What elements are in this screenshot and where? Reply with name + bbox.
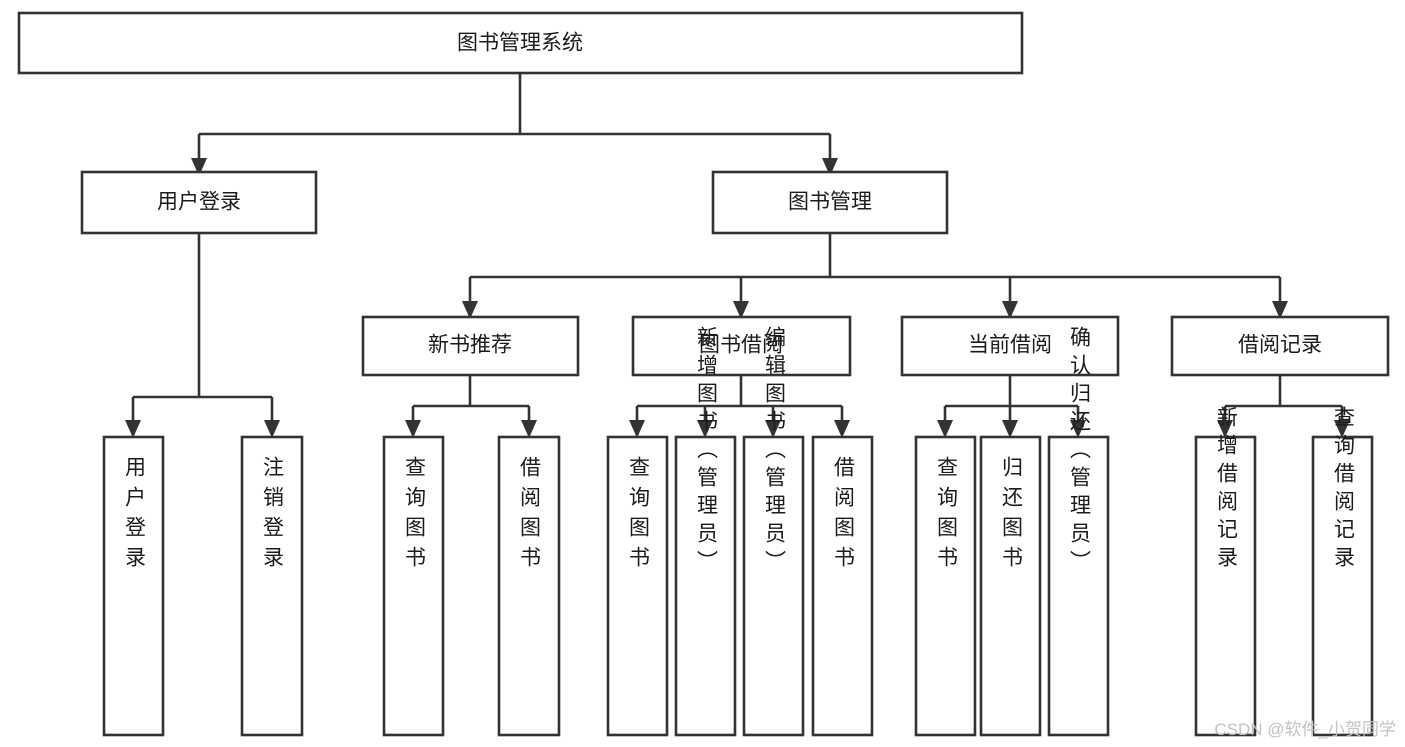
arrowhead-icon [1217, 420, 1233, 438]
arrowhead-icon [125, 420, 141, 438]
leaf-return-book-label: 归还图书 [1000, 456, 1024, 576]
node-book-borrow[interactable]: 图书借阅 [631, 315, 852, 377]
leaf-add-record[interactable]: 新增借阅记录 [1194, 406, 1257, 737]
leaf-query-book-3-box[interactable] [914, 435, 977, 737]
leaf-user-logout-box[interactable] [240, 435, 304, 737]
node-borrow-record-label: 借阅记录 [1238, 334, 1322, 357]
leaf-query-book-2-box[interactable] [606, 435, 669, 737]
leaf-query-record[interactable]: 查询借阅记录 [1311, 406, 1374, 737]
arrowhead-icon [1334, 420, 1350, 438]
arrowhead-icon [629, 420, 645, 438]
node-borrow-record-box[interactable] [1170, 315, 1390, 377]
leaf-query-record-box[interactable] [1311, 435, 1374, 737]
node-book-borrow-label: 图书借阅 [699, 334, 783, 357]
node-current-borrow-label: 当前借阅 [968, 334, 1052, 357]
leaf-user-login-box[interactable] [102, 435, 165, 737]
arrowhead-icon [834, 420, 850, 438]
leaf-confirm-return[interactable]: 确认归还（管理员） [1047, 326, 1110, 737]
leaf-query-book-2-label: 查询图书 [627, 456, 651, 576]
node-borrow-record[interactable]: 借阅记录 [1170, 315, 1390, 377]
leaf-borrow-book-1-box[interactable] [497, 435, 561, 737]
leaf-query-book-1[interactable]: 查询图书 [382, 435, 445, 737]
arrowhead-icon [405, 420, 421, 438]
node-book-manage-box[interactable] [711, 170, 949, 235]
leaf-user-login-label: 用户登录 [123, 456, 147, 576]
leaf-user-logout-label: 注销登录 [261, 456, 285, 576]
leaf-add-book-box[interactable] [674, 435, 737, 737]
node-root-box[interactable] [17, 11, 1024, 75]
arrowhead-icon [697, 420, 713, 438]
node-new-book-recommend-box[interactable] [361, 315, 580, 377]
arrowhead-icon [937, 420, 953, 438]
leaf-return-book[interactable]: 归还图书 [979, 435, 1042, 737]
leaf-query-book-2[interactable]: 查询图书 [606, 435, 669, 737]
leaf-query-book-3-label: 查询图书 [935, 456, 959, 576]
node-root[interactable]: 图书管理系统 [17, 11, 1024, 75]
watermark-label: CSDN @软件_小贺同学 [1214, 720, 1396, 739]
leaf-query-record-label: 查询借阅记录 [1332, 406, 1356, 574]
arrowhead-icon [264, 420, 280, 438]
leaf-edit-book[interactable]: 编辑图书（管理员） [742, 326, 805, 737]
arrowhead-icon [191, 158, 207, 176]
leaf-borrow-book-2-label: 借阅图书 [832, 456, 856, 576]
leaf-return-book-box[interactable] [979, 435, 1042, 737]
leaf-add-record-box[interactable] [1194, 435, 1257, 737]
arrowhead-icon [1272, 301, 1288, 319]
node-user-login-box[interactable] [80, 170, 318, 235]
node-book-manage[interactable]: 图书管理 [711, 170, 949, 235]
arrowhead-icon [521, 420, 537, 438]
node-current-borrow[interactable]: 当前借阅 [900, 315, 1120, 377]
leaf-confirm-return-box[interactable] [1047, 435, 1110, 737]
leaf-edit-book-box[interactable] [742, 435, 805, 737]
arrowhead-icon [733, 301, 749, 319]
leaf-borrow-book-1[interactable]: 借阅图书 [497, 435, 561, 737]
node-book-borrow-box[interactable] [631, 315, 852, 377]
node-root-label: 图书管理系统 [457, 32, 583, 55]
leaf-borrow-book-1-label: 借阅图书 [518, 456, 542, 576]
node-new-book-recommend[interactable]: 新书推荐 [361, 315, 580, 377]
arrowhead-layer [125, 158, 1350, 438]
leaf-user-login[interactable]: 用户登录 [102, 435, 165, 737]
arrowhead-icon [822, 158, 838, 176]
arrowhead-icon [1002, 420, 1018, 438]
leaf-query-book-3[interactable]: 查询图书 [914, 435, 977, 737]
arrowhead-icon [1002, 301, 1018, 319]
leaf-edit-book-label: 编辑图书（管理员） [763, 326, 787, 578]
leaf-user-logout[interactable]: 注销登录 [240, 435, 304, 737]
leaf-query-book-1-box[interactable] [382, 435, 445, 737]
node-new-book-recommend-label: 新书推荐 [428, 334, 512, 357]
leaf-borrow-book-2[interactable]: 借阅图书 [811, 435, 874, 737]
node-user-login-label: 用户登录 [157, 191, 241, 214]
arrowhead-icon [1070, 420, 1086, 438]
leaf-confirm-return-label: 确认归还（管理员） [1068, 326, 1092, 578]
leaf-add-record-label: 新增借阅记录 [1215, 406, 1239, 574]
leaf-add-book-label: 新增图书（管理员） [695, 326, 719, 578]
node-user-login[interactable]: 用户登录 [80, 170, 318, 235]
node-book-manage-label: 图书管理 [788, 191, 872, 214]
arrowhead-icon [462, 301, 478, 319]
leaf-add-book[interactable]: 新增图书（管理员） [674, 326, 737, 737]
arrowhead-icon [765, 420, 781, 438]
node-current-borrow-box[interactable] [900, 315, 1120, 377]
leaf-borrow-book-2-box[interactable] [811, 435, 874, 737]
leaf-query-book-1-label: 查询图书 [403, 456, 427, 576]
